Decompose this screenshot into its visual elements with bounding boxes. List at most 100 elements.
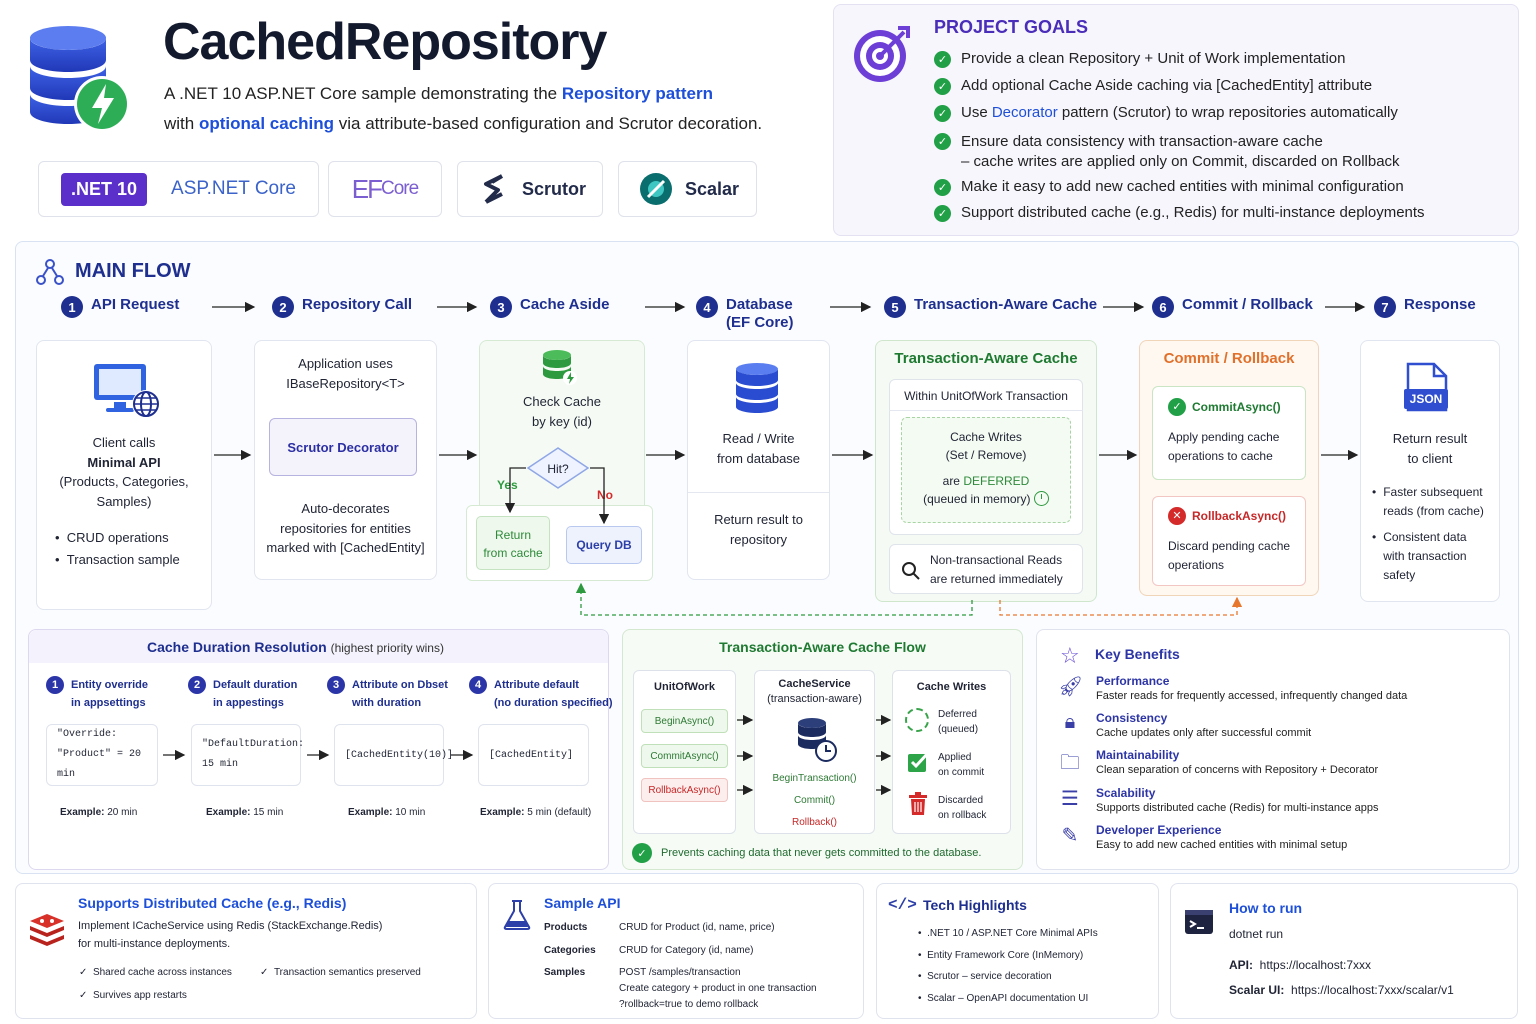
trash-icon [908,792,928,821]
redis-icon [28,912,66,951]
clock-icon [1033,491,1049,506]
database-icon [734,362,780,419]
duration-example-1: Example: 20 min [60,807,138,818]
db-clock-icon [796,717,838,768]
aspnet-label: ASP.NET Core [171,178,296,199]
flask-icon [502,899,532,936]
search-icon [901,561,921,586]
run-scalar-url: Scalar UI: https://localhost:7xxx/scalar… [1229,983,1454,997]
duration-example-3: Example: 10 min [348,807,426,818]
scrutor-icon [484,174,504,204]
sample-key-products: Products [544,922,588,933]
decorator-description: Auto-decorates repositories for entities… [266,501,425,555]
goal-item: ✓Ensure data consistency with transactio… [934,132,1400,172]
check-icon: ✓ [1168,398,1186,416]
check-icon: ✓ [934,78,951,95]
flow-icon [36,258,64,291]
goal-item: ✓Make it easy to add new cached entities… [934,178,1404,196]
tech-list: • .NET 10 / ASP.NET Core Minimal APIs • … [918,928,1098,1004]
sample-api-title: Sample API [544,895,621,911]
commit-card-title: Commit / Rollback [1163,350,1295,367]
tx-flow-title: Transaction-Aware Cache Flow [719,639,926,655]
scrutor-decorator-box: Scrutor Decorator [269,418,417,476]
sample-val-categories: CRUD for Category (id, name) [619,945,754,956]
cache-writes-label: Cache Writes [916,681,987,693]
benefits-title: Key Benefits [1095,646,1180,662]
goal-item: ✓Provide a clean Repository + Unit of Wo… [934,50,1346,68]
rocket-icon: 🚀︎ [1058,676,1084,698]
run-api-url: API: https://localhost:7xxx [1229,958,1372,972]
sliders-icon: ☰ [1061,788,1079,810]
commit-async-pill: CommitAsync() [641,744,728,768]
sample-key-samples: Samples [544,967,586,978]
run-command: dotnet run [1229,927,1284,941]
net-badge: .NET 10 [61,172,148,206]
uow-label: UnitOfWork [654,681,715,693]
redis-check-2: ✓ Transaction semantics preserved [260,967,421,978]
goal-item: ✓Support distributed cache (e.g., Redis)… [934,204,1425,222]
check-icon: ✓ [934,179,951,196]
rollback-async-pill: RollbackAsync() [641,778,728,802]
redis-panel [15,883,477,1019]
main-flow-title: MAIN FLOW [75,260,191,282]
sample-api-panel [488,883,864,1019]
goal-item: ✓Use Decorator pattern (Scrutor) to wrap… [934,104,1398,122]
run-title: How to run [1229,900,1303,916]
duration-code-4: [CachedEntity] [478,724,589,786]
hit-decision-diamond [526,446,590,495]
tx-card-title: Transaction-Aware Cache [894,350,1078,367]
tech-highlights-panel [876,883,1159,1019]
check-cache-text: Check Cache by key (id) [522,394,602,429]
check-icon: ✓ [934,133,951,150]
code-icon: </> [888,896,917,914]
query-db-box: Query DB [566,526,642,564]
within-uow-label: Within UnitOfWork Transaction [904,389,1068,403]
edit-icon: ✎ [1061,825,1079,847]
repository-description: Application uses IBaseRepository<T> [286,356,405,391]
page-title: CachedRepository [163,13,607,71]
json-label: JSON [1409,392,1443,406]
badge-scalar: Scalar [618,161,757,217]
check-icon: ✓ [934,205,951,222]
cache-service-methods: BeginTransaction() Commit() Rollback() [772,773,857,828]
redis-check-1: ✓ Shared cache across instances [79,967,232,978]
duration-example-2: Example: 15 min [206,807,284,818]
duration-code-3: [CachedEntity(10)] [334,724,453,786]
cache-db-icon [541,349,579,392]
duration-example-4: Example: 5 min (default) [480,807,592,818]
no-label: No [597,488,613,502]
begin-async-pill: BeginAsync() [641,709,728,733]
goals-title: PROJECT GOALS [934,17,1089,37]
deferred-writes-box: Cache Writes (Set / Remove) are DEFERRED… [901,417,1071,523]
star-icon: ☆ [1060,643,1080,668]
deferred-icon [905,708,929,732]
scalar-icon [640,173,672,205]
yes-label: Yes [497,478,518,492]
logo-icon [26,24,134,134]
key-benefits-panel [1036,629,1510,870]
lock-icon: 🔒︎ [1064,711,1076,733]
check-icon: ✓ [632,843,652,863]
